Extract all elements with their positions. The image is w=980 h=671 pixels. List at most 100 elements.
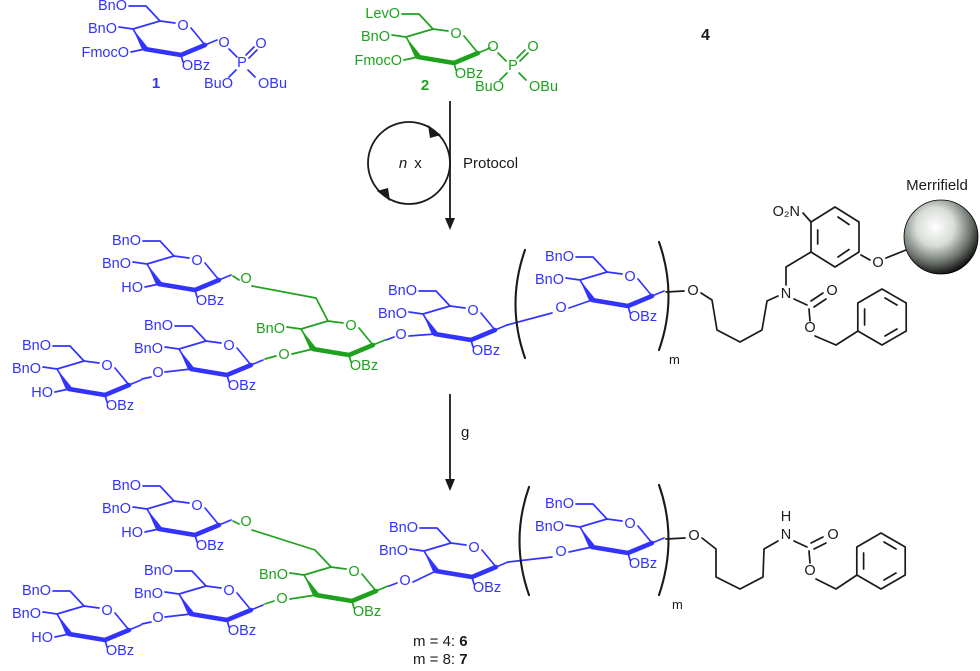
product-7-label: m = 8: 7 [413, 651, 468, 668]
nitrogen-label: N [781, 527, 791, 543]
aryl-o-bond [860, 254, 871, 261]
link-bond [665, 537, 686, 540]
obz-label: OBz [196, 538, 224, 554]
compound-2-sugar-ring [392, 26, 490, 70]
link-bond [506, 312, 553, 326]
phosphate-group: P O BuO OBu [475, 39, 558, 95]
carbonyl-o-label: O [826, 283, 837, 299]
fmoco-label: FmocO [81, 45, 129, 61]
resin-bound-oligosaccharide: BnO BnO HO OBz O BnO BnO HO OBz O [12, 177, 979, 414]
sugar-m4-green: BnO OBz [256, 318, 385, 374]
glycosidic-o-label: O [395, 327, 406, 343]
link-bond [385, 336, 395, 341]
product-7-condition: m = 8: [413, 651, 459, 668]
sugar-b6-repeat: BnO BnO OBz [535, 496, 664, 572]
compound-4-number: 4 [701, 27, 710, 44]
sugar-ring [133, 253, 231, 297]
sugar-m6-repeat: BnO BnO OBz [535, 249, 664, 325]
sugar-b1: BnO BnO HO OBz [102, 478, 231, 554]
bridge-bond [251, 285, 329, 322]
c6-bond [575, 503, 608, 520]
bno-label: BnO [22, 338, 51, 354]
cbz-phenyl-ring [855, 532, 907, 590]
glycosidic-link-blue: O [388, 570, 437, 589]
obz-label: OBz [196, 293, 224, 309]
link-bond [568, 546, 593, 553]
repeat-subscript-m: m [672, 597, 683, 612]
merrifield-resin-bead: Merrifield [903, 177, 979, 275]
ester-o-label: O [804, 320, 815, 336]
product-legend: m = 4: 6 m = 8: 7 [413, 633, 468, 668]
butyl-chain-bonds [700, 292, 779, 343]
obu-label: OBu [529, 79, 558, 95]
benzyl-bonds [814, 330, 859, 346]
product-6-condition: m = 4: [413, 633, 459, 650]
bno-label: BnO [12, 606, 41, 622]
sugar-m3: BnO BnO OBz [134, 318, 263, 394]
carbonyl-double-bond [810, 536, 827, 550]
link-bond [291, 348, 314, 355]
step-g-arrow: g [445, 394, 469, 491]
fmoco-label: FmocO [354, 53, 402, 69]
cycle-n-label: n [399, 155, 407, 172]
nitrogen-label: N [781, 286, 791, 302]
c6-bond [142, 485, 175, 502]
protocol-arrowhead [445, 218, 455, 230]
cycle-arrowhead-top [428, 125, 441, 138]
glycosidic-o-label: O [276, 591, 287, 607]
compound-1: BnO BnO FmocO OBz O P O BuO OBu 1 [81, 0, 287, 92]
sugar-ring [287, 318, 385, 362]
c6-bond [575, 256, 608, 273]
c3-bond [54, 633, 70, 638]
glycosidic-link-1-3: O [264, 591, 317, 607]
linker-o-label: O [687, 283, 698, 299]
glycosidic-o-label: O [555, 300, 566, 316]
protocol-cycle: n x Protocol [367, 101, 518, 230]
bno-label: BnO [361, 29, 390, 45]
bno-label: BnO [388, 283, 417, 299]
sugar-ring [290, 564, 388, 608]
p-double-o-bond [245, 46, 258, 59]
nh-hydrogen-label: H [781, 509, 791, 525]
photocleavable-linker: O N O O O₂N O [665, 204, 908, 346]
sugar-ring [409, 303, 507, 347]
levo-label: LevO [365, 6, 400, 22]
protocol-label: Protocol [463, 155, 518, 172]
bno-label: BnO [12, 361, 41, 377]
bno-label: BnO [112, 233, 141, 249]
merrifield-label: Merrifield [906, 177, 968, 194]
nitroaryl-ring [810, 206, 860, 268]
link-bond [388, 582, 398, 587]
sugar-b5: BnO BnO OBz O [379, 520, 593, 596]
nitro-group-label: O₂N [773, 204, 800, 220]
ho-label: HO [31, 385, 53, 401]
sugar-m2: BnO BnO HO OBz O [12, 338, 192, 414]
obz-label: OBz [353, 604, 381, 620]
link-bond [164, 368, 192, 373]
glycosidic-o-label: O [240, 271, 251, 287]
butyl-chain-bonds [701, 537, 779, 590]
c3-bond [130, 48, 146, 53]
phosphoryl-o-label: O [527, 39, 538, 55]
carbonyl-o-label: O [827, 527, 838, 543]
sugar-ring [165, 583, 263, 627]
bno-label: BnO [535, 272, 564, 288]
sugar-ring [566, 269, 664, 313]
obz-label: OBz [473, 580, 501, 596]
ho-label: HO [121, 280, 143, 296]
o-p-bond [228, 48, 238, 58]
n-carbonyl-bond [793, 298, 808, 306]
n-carbonyl-bond [793, 540, 808, 548]
link-bond [507, 556, 553, 563]
sugar-ring [410, 540, 508, 584]
bno-label: BnO [88, 21, 117, 37]
benzyl-bonds [815, 574, 858, 590]
repeat-parentheses: m [514, 240, 680, 367]
obz-label: OBz [228, 623, 256, 639]
obz-label: OBz [629, 309, 657, 325]
cbz-phenyl-ring [856, 288, 908, 346]
linker-o-label: O [688, 528, 699, 544]
c3-bond [54, 388, 70, 393]
open-paren [514, 248, 527, 360]
